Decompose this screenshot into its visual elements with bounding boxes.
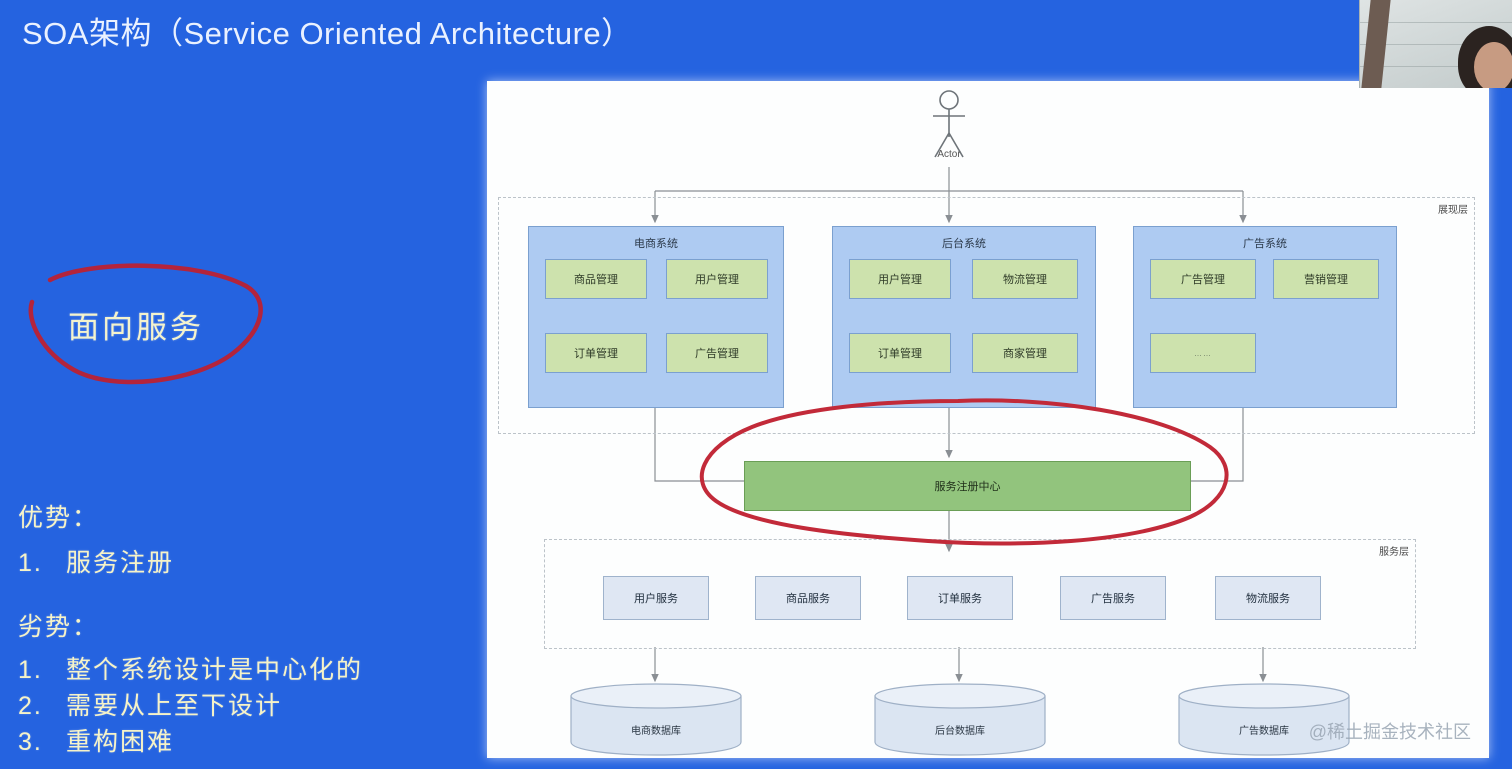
advantage-item-1-number: 1. <box>18 549 43 577</box>
disadvantages-heading: 劣势： <box>18 613 100 641</box>
advantage-item-1-text: 服务注册 <box>66 549 175 577</box>
module-box[interactable]: 广告管理 <box>1150 259 1256 299</box>
service-box[interactable]: 商品服务 <box>755 576 861 620</box>
service-box[interactable]: 订单服务 <box>907 576 1013 620</box>
system-title-backend: 后台系统 <box>942 238 986 250</box>
presentation-layer-tag: 展现层 <box>1438 205 1468 216</box>
service-registry-center-box[interactable]: 服务注册中心 <box>744 461 1191 511</box>
service-box[interactable]: 广告服务 <box>1060 576 1166 620</box>
database-icon <box>570 683 742 756</box>
disadvantage-item-3-number: 3. <box>18 728 43 756</box>
module-box[interactable]: 订单管理 <box>849 333 951 373</box>
webcam-overlay <box>1359 0 1512 88</box>
page-title: SOA架构（Service Oriented Architecture） <box>22 16 633 51</box>
advantage-item-1: 1. 服务注册 <box>18 543 174 579</box>
database-label: 广告数据库 <box>1239 726 1289 737</box>
system-title-ecommerce: 电商系统 <box>634 238 678 250</box>
module-box-ellipsis[interactable]: …… <box>1150 333 1256 373</box>
disadvantage-item-1-number: 1. <box>18 656 43 684</box>
service-box[interactable]: 用户服务 <box>603 576 709 620</box>
annotation-text: 面向服务 <box>68 310 204 345</box>
disadvantage-item-2-number: 2. <box>18 692 43 720</box>
disadvantage-item-1: 1. 整个系统设计是中心化的 <box>18 650 363 686</box>
database-cylinder-backend[interactable]: 后台数据库 <box>873 682 1047 756</box>
module-box[interactable]: 用户管理 <box>666 259 768 299</box>
red-circle-ink-icon <box>28 263 263 385</box>
database-label: 电商数据库 <box>631 726 681 737</box>
disadvantage-item-2: 2. 需要从上至下设计 <box>18 686 282 722</box>
database-label: 后台数据库 <box>935 726 985 737</box>
person-face <box>1474 42 1512 88</box>
module-box[interactable]: 营销管理 <box>1273 259 1379 299</box>
module-box[interactable]: 商品管理 <box>545 259 647 299</box>
service-box[interactable]: 物流服务 <box>1215 576 1321 620</box>
system-title-advertising: 广告系统 <box>1243 238 1287 250</box>
architecture-diagram-panel: Actor 展现层 电商系统 商品管理 用户管理 订单管理 广告管理 后台系统 … <box>487 81 1489 758</box>
actor-icon <box>933 90 965 158</box>
disadvantage-item-2-text: 需要从上至下设计 <box>66 692 283 720</box>
database-cylinder-ecommerce[interactable]: 电商数据库 <box>569 682 743 756</box>
watermark: @稀土掘金技术社区 <box>1308 722 1471 742</box>
disadvantage-item-1-text: 整个系统设计是中心化的 <box>66 656 364 684</box>
database-cylinder-advertising[interactable]: 广告数据库 <box>1177 682 1351 756</box>
database-icon <box>874 683 1046 756</box>
database-icon <box>1178 683 1350 756</box>
system-box-ecommerce[interactable]: 电商系统 商品管理 用户管理 订单管理 广告管理 <box>528 226 784 408</box>
actor-label: Actor <box>937 149 961 160</box>
service-layer-tag: 服务层 <box>1379 547 1409 558</box>
module-box[interactable]: 物流管理 <box>972 259 1078 299</box>
system-box-advertising[interactable]: 广告系统 广告管理 营销管理 …… <box>1133 226 1397 408</box>
module-box[interactable]: 订单管理 <box>545 333 647 373</box>
advantages-heading: 优势： <box>18 504 100 532</box>
system-box-backend[interactable]: 后台系统 用户管理 物流管理 订单管理 商家管理 <box>832 226 1096 408</box>
module-box[interactable]: 广告管理 <box>666 333 768 373</box>
handwritten-annotation-service-oriented: 面向服务 <box>18 258 278 398</box>
disadvantage-item-3-text: 重构困难 <box>66 728 175 756</box>
module-box[interactable]: 用户管理 <box>849 259 951 299</box>
module-box[interactable]: 商家管理 <box>972 333 1078 373</box>
disadvantage-item-3: 3. 重构困难 <box>18 722 174 758</box>
